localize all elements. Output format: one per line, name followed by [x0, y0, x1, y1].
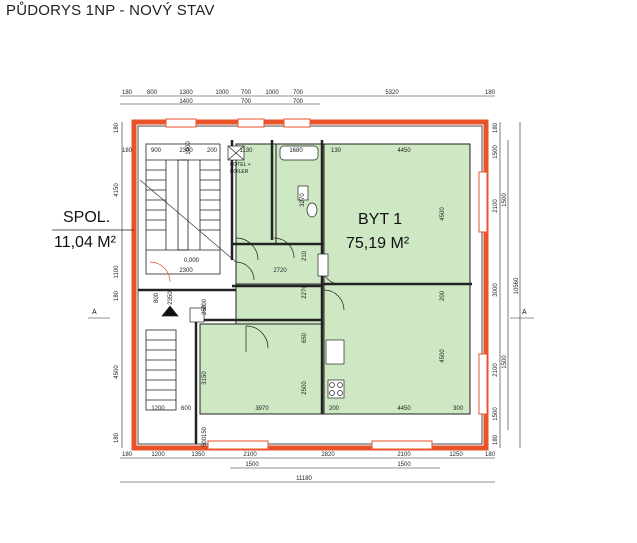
dim-interior-3: 200	[207, 148, 218, 154]
dim-interior-27: 200	[202, 298, 208, 309]
dim-top2-0: 1400	[179, 99, 193, 105]
dim-bottom2-1: 1500	[397, 462, 411, 468]
fixtures	[161, 145, 345, 399]
dim-bottom-4: 2820	[321, 452, 335, 458]
dim-left-0: 180	[114, 122, 120, 133]
dim-top-4: 700	[241, 90, 252, 96]
dim-right-4: 2100	[493, 363, 499, 377]
dim-interior-14: 200	[440, 290, 446, 301]
byt1-area: 75,19 M²	[346, 235, 410, 252]
dim-bottom-5: 2100	[397, 452, 411, 458]
dim-interior-15: 3150	[202, 371, 208, 385]
section-a-right: A	[522, 309, 527, 316]
dim-right-2: 2100	[493, 199, 499, 213]
interior-walls	[138, 140, 472, 444]
dim-interior-18: 2500	[302, 381, 308, 395]
dim-interior-20: 1200	[151, 406, 165, 412]
spol-name: SPOL.	[63, 209, 110, 226]
bathtub-icon	[279, 145, 319, 161]
room-labels: SPOL. 11,04 M² BYT 1 75,19 M² KOTEL + BO…	[52, 162, 527, 316]
dim-left-5: 180	[114, 432, 120, 443]
common-area	[139, 143, 237, 411]
dim-interior-21: 600	[181, 406, 192, 412]
byt1-name: BYT 1	[358, 211, 402, 228]
dimension-lines	[120, 95, 521, 483]
dim-interior-13: 2270	[302, 285, 308, 299]
dim-top-0: 180	[122, 90, 133, 96]
section-a-left: A	[92, 309, 97, 316]
dim-interior-17: 650	[302, 332, 308, 343]
dim-bottom2-0: 1500	[245, 462, 259, 468]
dim-interior-29: 250	[202, 304, 208, 315]
dim-interior-9: 4500	[440, 207, 446, 221]
dim-top-3: 1000	[215, 90, 229, 96]
dim-top2-1: 700	[241, 99, 252, 105]
dim-interior-28: 1900	[186, 141, 192, 155]
dim-right-6: 180	[493, 434, 499, 445]
dim-right2-1: 1500	[502, 355, 508, 369]
dim-top2-2: 700	[293, 99, 304, 105]
dim-top-7: 5320	[385, 90, 399, 96]
dim-interior-30: 150	[202, 426, 208, 437]
dim-interior-22: 200	[329, 406, 340, 412]
dim-top-8: 180	[485, 90, 496, 96]
kotel-label: KOTEL +	[230, 162, 251, 168]
boiler-label: BOILER	[230, 169, 249, 175]
dim-right-total: 10560	[514, 277, 520, 294]
dim-interior-0: 180	[122, 148, 133, 154]
entrance-marker-icon	[161, 305, 179, 317]
dim-top-1: 800	[147, 90, 158, 96]
dim-interior-19: 4500	[440, 349, 446, 363]
dim-total: 11180	[296, 476, 312, 482]
dim-bottom-1: 1200	[151, 452, 165, 458]
dim-left-2: 1100	[114, 265, 120, 279]
dim-interior-5: 1680	[289, 148, 303, 154]
dimension-labels: 180 800 1300 1000 700 1000 700 5320 180 1400 700 70…	[114, 90, 520, 482]
dim-bottom-3: 2100	[243, 452, 257, 458]
windows	[165, 118, 488, 450]
toilet-icon	[306, 202, 318, 218]
dim-interior-1: 900	[151, 148, 162, 154]
dim-interior-12: 210	[302, 250, 308, 261]
dim-interior-26: 2350	[168, 291, 174, 305]
spol-area: 11,04 M²	[54, 234, 117, 251]
dim-interior-25: 800	[154, 292, 160, 303]
dim-top-6: 700	[293, 90, 304, 96]
dim-interior-4: 1130	[240, 148, 254, 154]
byt1-floor	[199, 143, 471, 415]
dim-right-1: 1500	[493, 145, 499, 159]
dim-top-2: 1300	[179, 90, 193, 96]
dim-bottom-2: 1350	[191, 452, 205, 458]
dim-right-5: 1500	[493, 407, 499, 421]
dim-bottom-0: 180	[122, 452, 133, 458]
shower-icon	[317, 253, 329, 277]
dim-right-0: 180	[493, 122, 499, 133]
dim-interior-11: 2720	[273, 268, 287, 274]
dim-interior-2: 2300	[179, 148, 193, 154]
dim-right-3: 3000	[493, 283, 499, 297]
dim-interior-7: 4450	[397, 148, 411, 154]
dim-interior-8: 3270	[300, 193, 306, 207]
washbasin-icon	[297, 185, 309, 201]
page-title: PŮDORYS 1NP - NOVÝ STAV	[6, 2, 215, 19]
sink-icon	[189, 307, 205, 323]
dim-top-5: 1000	[265, 90, 279, 96]
dim-bottom-6: 1250	[449, 452, 463, 458]
dim-left-3: 180	[114, 290, 120, 301]
dim-left-4: 4500	[114, 365, 120, 379]
dim-interior-6: 130	[331, 148, 342, 154]
dim-interior-10: 2300	[179, 268, 193, 274]
level-label: 0,000	[184, 258, 200, 264]
dim-interior-23: 4450	[397, 406, 411, 412]
dim-interior-31: 500	[202, 436, 208, 447]
dim-left-1: 4150	[114, 183, 120, 197]
dim-interior-24: 300	[453, 406, 464, 412]
dim-right2-0: 1500	[502, 193, 508, 207]
kitchen-counter-icon	[325, 339, 345, 365]
dim-interior-16: 3970	[255, 406, 269, 412]
dim-bottom-7: 180	[485, 452, 496, 458]
